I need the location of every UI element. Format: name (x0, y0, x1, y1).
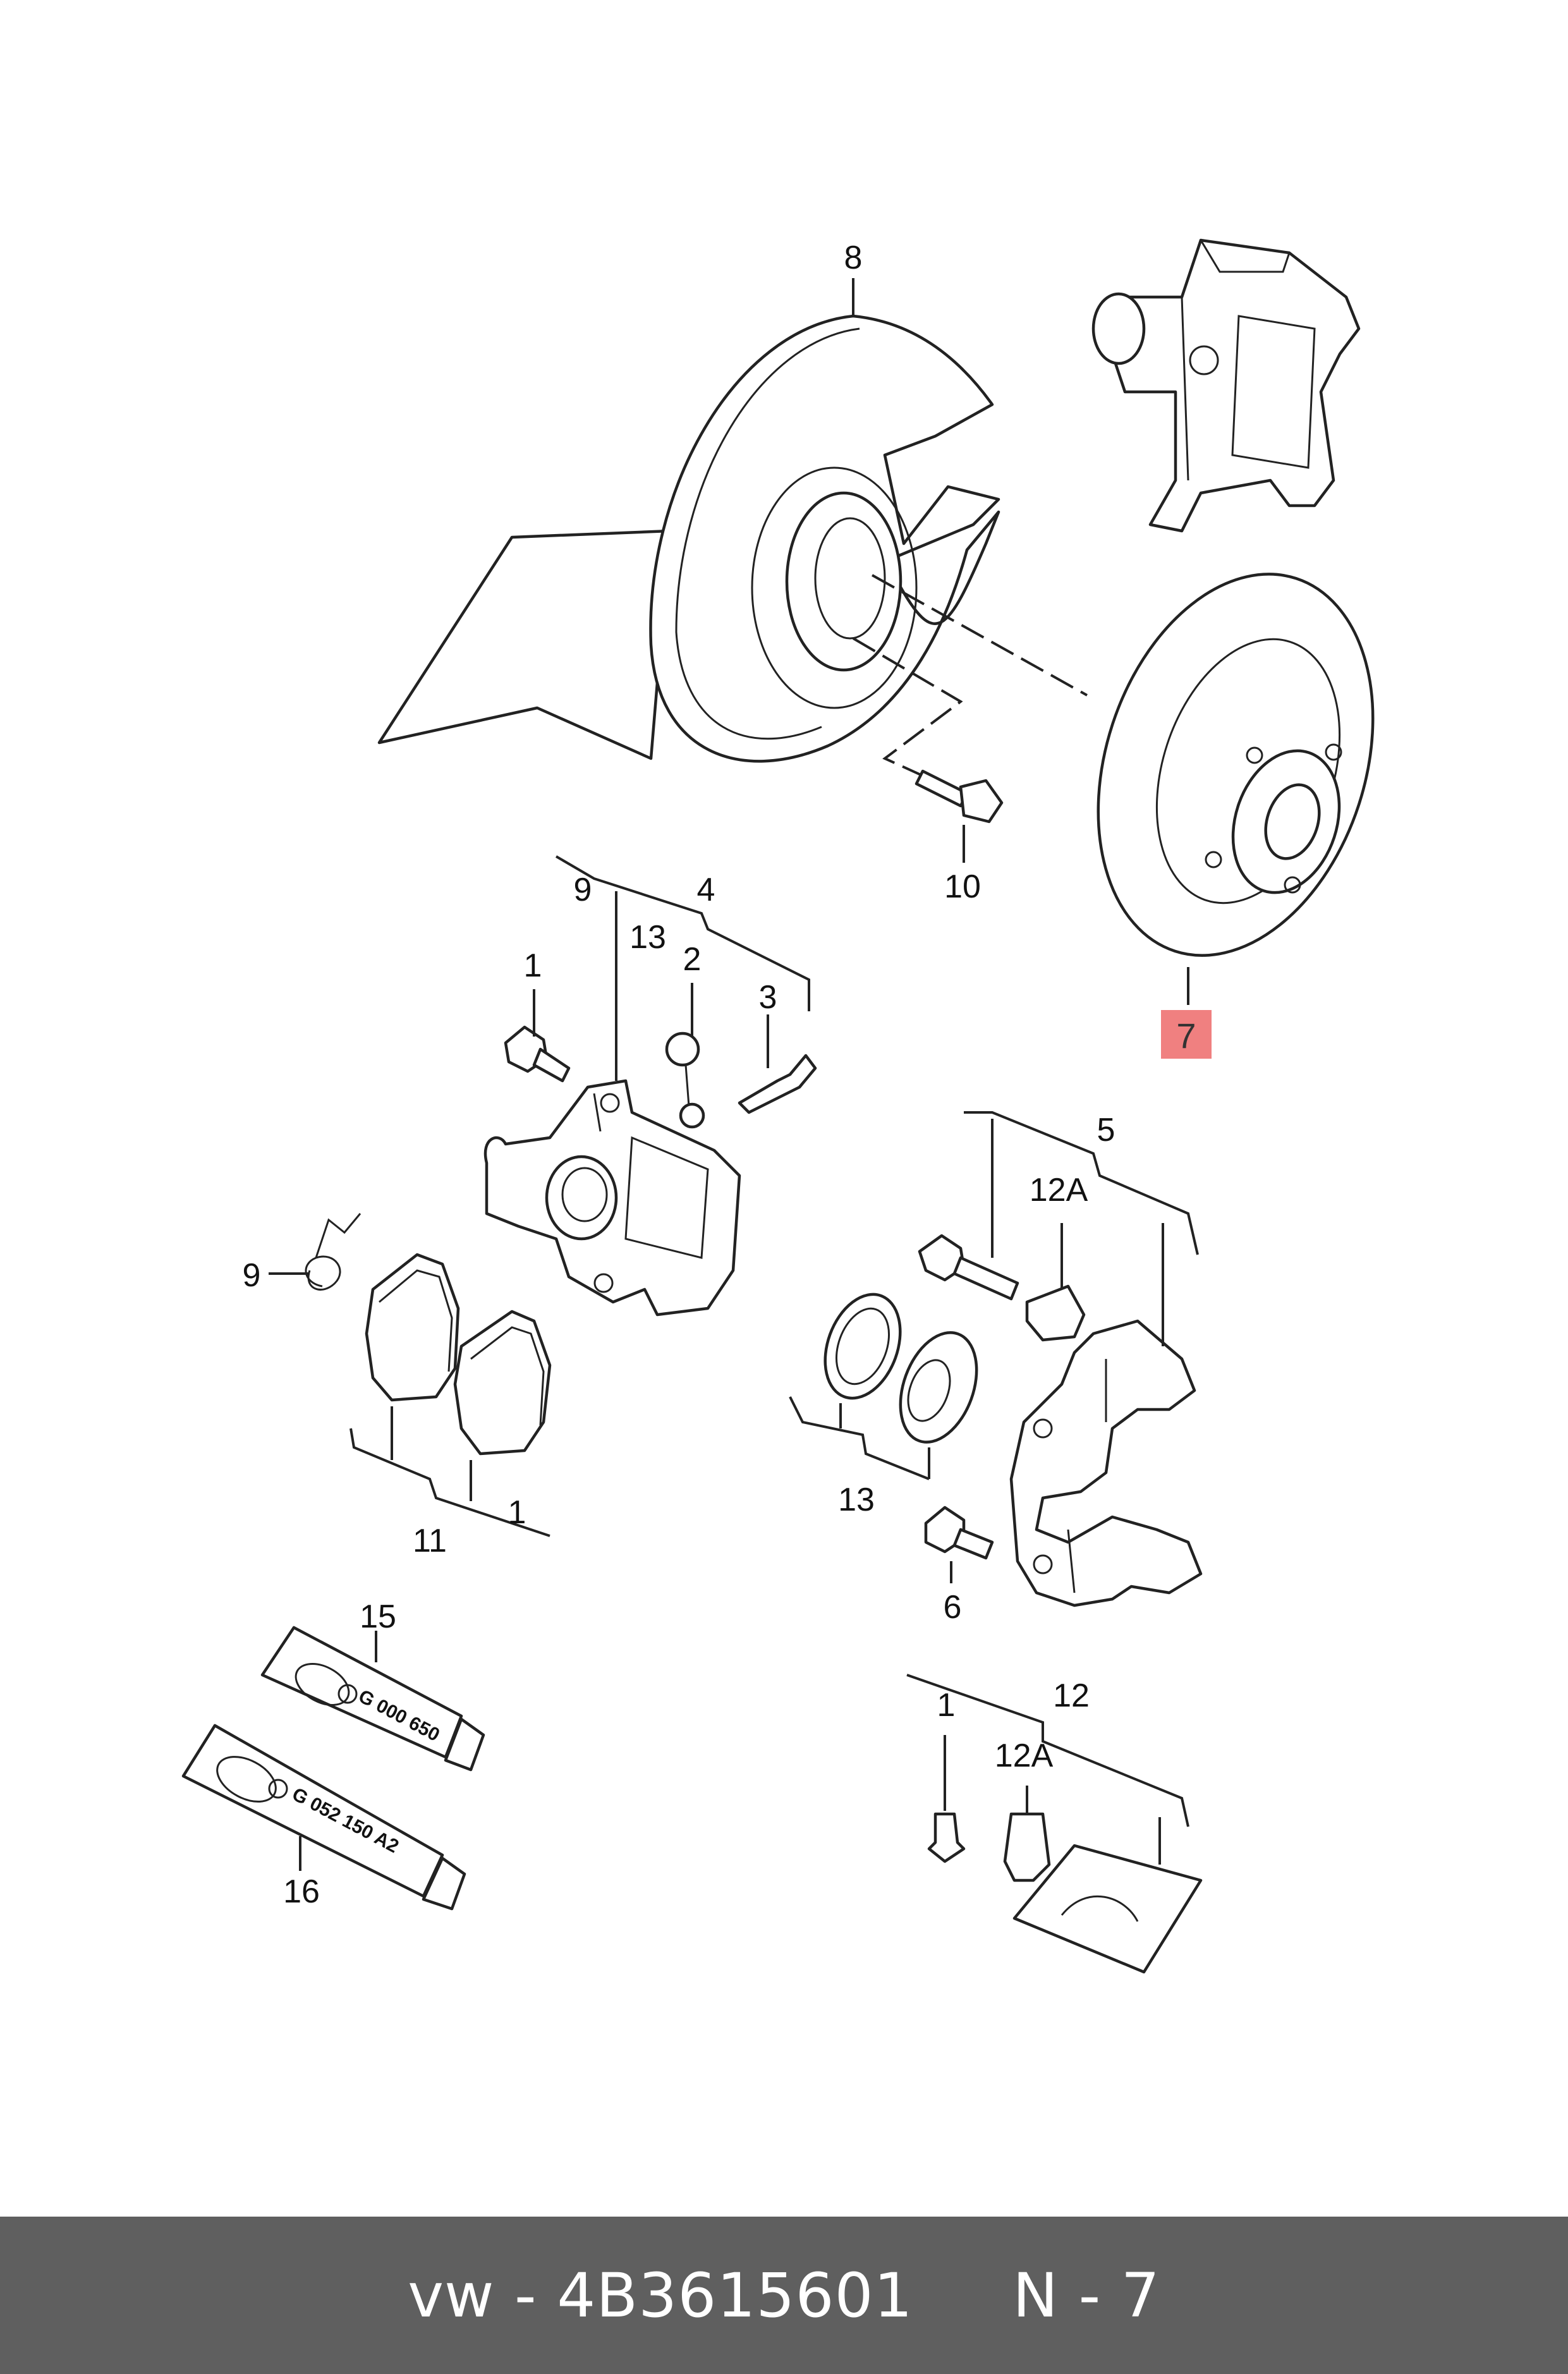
label-1-pads: 1 (508, 1494, 526, 1531)
alignment-line-hub (872, 574, 1088, 697)
label-12: 12 (1053, 1677, 1090, 1714)
part-brake-pad-right (453, 1310, 552, 1456)
part-bolt-10 (915, 769, 1004, 824)
part-number-footer: vw - 4B3615601 N - 7 (0, 2217, 1568, 2374)
part-bolt-6 (924, 1506, 994, 1560)
part-grease-sachet (1012, 1844, 1203, 1974)
part-seal-ring (824, 1293, 902, 1400)
part-brake-disc (1097, 573, 1375, 957)
part-labels: 8 10 7 9 4 13 1 2 3 9 11 1 5 12A 13 6 15… (243, 240, 1196, 1910)
part-tube-15: G 000 650 (260, 1626, 485, 1772)
part-spring-clip-9 (305, 1213, 362, 1291)
label-8: 8 (844, 240, 863, 276)
part-piston-boot (899, 1331, 978, 1444)
label-9-top: 9 (574, 872, 592, 908)
label-12a-upper: 12A (1030, 1172, 1088, 1208)
part-number-text: vw - 4B3615601 N - 7 (408, 2260, 1160, 2331)
label-11: 11 (413, 1523, 447, 1559)
leader-lines (269, 278, 1199, 1871)
part-backing-plate (377, 314, 1000, 763)
part-guide-bolt (918, 1234, 1019, 1301)
part-bleeder-cap-2 (665, 1032, 705, 1129)
label-4: 4 (697, 872, 715, 908)
exploded-parts-diagram: G 000 650 G 052 150 A2 (181, 238, 1375, 1974)
label-3: 3 (759, 979, 777, 1016)
part-caliper-housing (483, 1079, 741, 1317)
part-brake-pad-left (365, 1253, 460, 1402)
part-bleeder-valve-3 (738, 1054, 817, 1114)
label-10: 10 (944, 868, 981, 905)
label-1-top: 1 (524, 947, 542, 984)
label-2: 2 (683, 941, 702, 978)
label-13-top: 13 (629, 919, 666, 956)
part-caliper-assembled (1091, 238, 1361, 533)
label-5: 5 (1097, 1112, 1115, 1148)
highlight-box-7 (1161, 1010, 1212, 1059)
label-16: 16 (283, 1873, 320, 1910)
part-kit-sleeve (1003, 1812, 1051, 1882)
label-12a-lower: 12A (995, 1738, 1054, 1774)
label-7: 7 (1176, 1016, 1196, 1056)
part-tube-16: G 052 150 A2 (181, 1724, 466, 1911)
label-9-left: 9 (243, 1257, 261, 1294)
label-15: 15 (360, 1598, 396, 1635)
part-guide-sleeve-12a (1025, 1284, 1086, 1342)
part-caliper-carrier (1009, 1319, 1203, 1607)
part-bolt-1 (504, 1025, 571, 1083)
label-13-lower: 13 (838, 1482, 875, 1518)
label-1-kit: 1 (937, 1687, 956, 1724)
label-6: 6 (944, 1589, 962, 1626)
part-kit-screw (927, 1812, 966, 1863)
